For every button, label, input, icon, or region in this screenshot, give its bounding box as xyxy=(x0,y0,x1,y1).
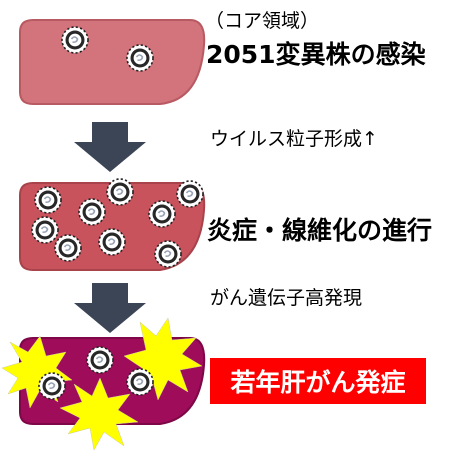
down-arrow-icon xyxy=(74,283,146,333)
tumor-burst-icon xyxy=(1,335,73,409)
virus-particle-icon xyxy=(54,234,82,262)
region-label: （コア領域） xyxy=(205,10,320,32)
virus-particle-icon xyxy=(106,178,134,206)
tissue-normal xyxy=(19,19,206,105)
virus-particle-icon xyxy=(61,26,89,54)
stage-cancer-label: 若年肝がん発症 xyxy=(210,358,426,404)
down-arrow-icon xyxy=(74,122,146,172)
stage-infection-label: 2051変異株の感染 xyxy=(206,40,426,69)
virus-particle-icon xyxy=(126,368,154,396)
virus-particle-icon xyxy=(148,200,176,228)
virus-particle-icon xyxy=(86,346,114,374)
virus-particle-icon xyxy=(126,44,154,72)
virus-particle-icon xyxy=(154,240,182,268)
virus-particle-icon xyxy=(78,198,106,226)
step-oncogene-expression-label: がん遺伝子高発現 xyxy=(210,287,363,309)
virus-particle-icon xyxy=(31,216,59,244)
tumor-burst-icon xyxy=(59,377,139,450)
virus-particle-icon xyxy=(34,186,62,214)
step-virion-formation-label: ウイルス粒子形成↑ xyxy=(210,128,378,150)
virus-particle-icon xyxy=(38,372,66,400)
virus-particle-icon xyxy=(176,180,204,208)
virus-particle-icon xyxy=(98,228,126,256)
stage-inflammation-label: 炎症・線維化の進行 xyxy=(207,216,433,245)
